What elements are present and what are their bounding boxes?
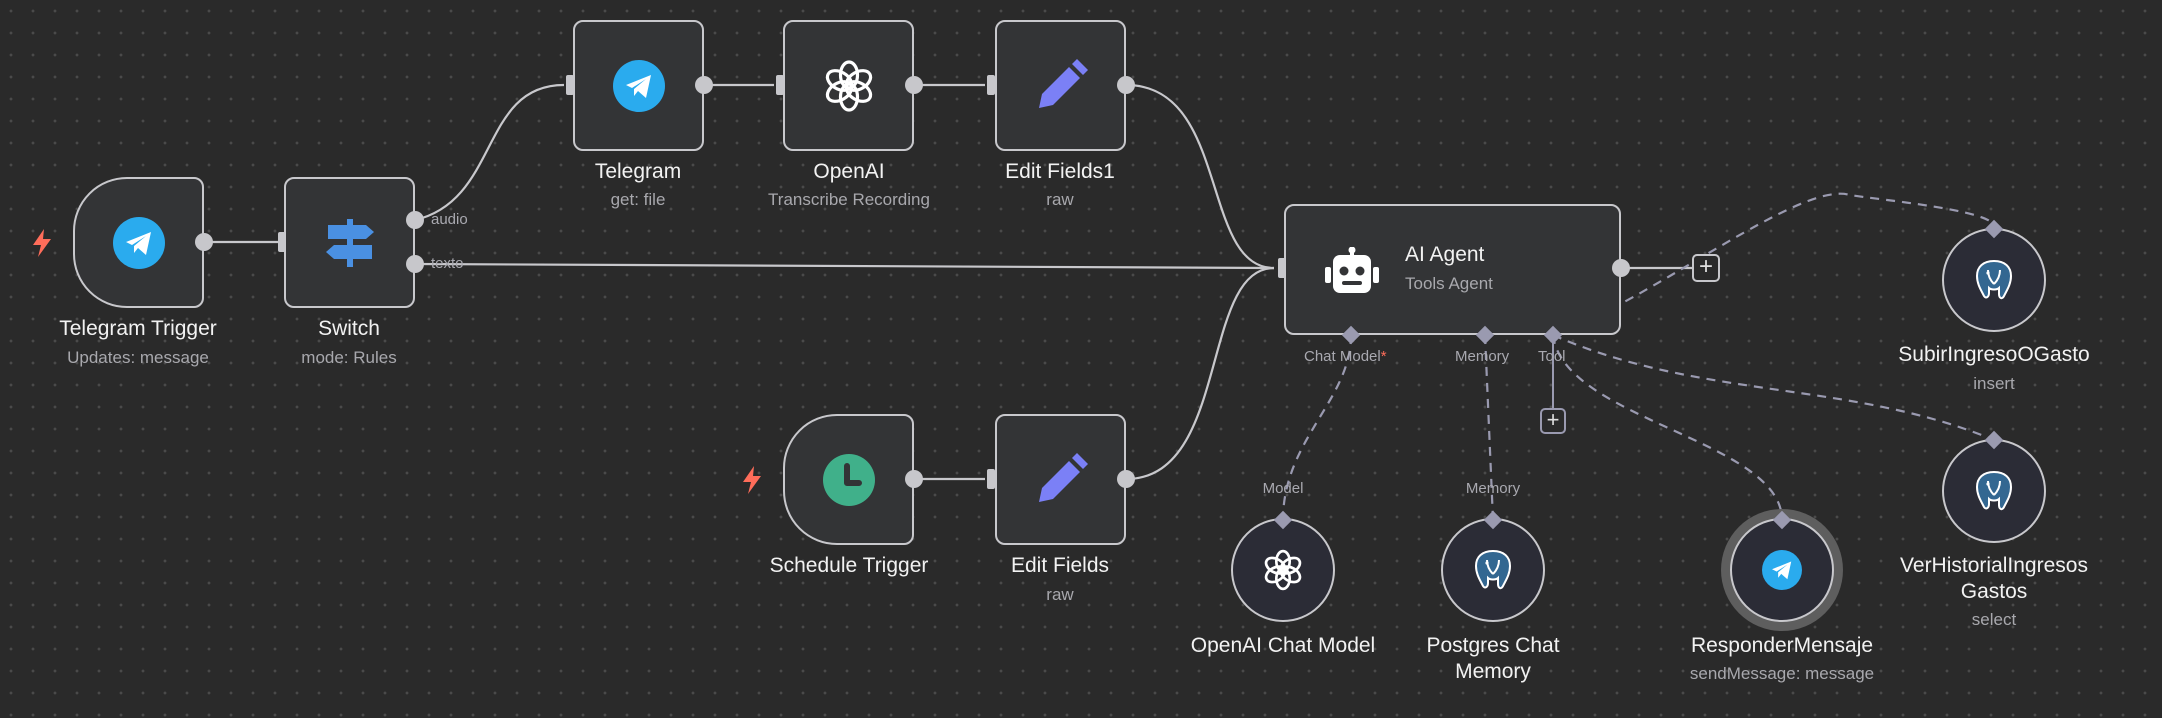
connection-chatmodel: [1281, 334, 1353, 521]
node-telegram[interactable]: [573, 20, 704, 151]
node-label-line2: Memory: [1455, 660, 1531, 683]
node-switch[interactable]: [284, 177, 415, 308]
output-handle[interactable]: [195, 233, 213, 251]
node-subtitle: get: file: [610, 190, 666, 209]
node-postgres-chat-memory[interactable]: [1441, 518, 1545, 622]
node-subtitle: mode: Rules: [301, 348, 397, 367]
output-handle[interactable]: [1612, 259, 1630, 277]
node-label: Edit Fields: [1010, 554, 1110, 577]
telegram-icon: [1762, 550, 1802, 590]
connection-switch-telegram: [414, 83, 565, 222]
memory-port-label: Memory: [1455, 348, 1510, 365]
input-handle[interactable]: [1278, 258, 1286, 278]
postgres-icon: [1473, 548, 1513, 592]
node-subtitle: Tools Agent: [1405, 274, 1493, 293]
telegram-icon: [112, 216, 165, 269]
add-node-button[interactable]: +: [1692, 254, 1720, 282]
node-responder-mensaje[interactable]: [1730, 518, 1834, 622]
node-label-line2: Gastos: [1960, 580, 2028, 603]
output-handle[interactable]: [905, 76, 923, 94]
model-port-label: Model: [1262, 480, 1304, 497]
node-subtitle: raw: [1046, 585, 1074, 604]
openai-icon: [821, 58, 877, 114]
node-openai-chat-model[interactable]: [1231, 518, 1335, 622]
connection-editfields-agent: [1125, 266, 1275, 481]
input-handle[interactable]: [566, 75, 574, 95]
node-edit-fields1[interactable]: [995, 20, 1126, 151]
node-label: OpenAI Chat Model: [1190, 634, 1376, 657]
node-label: ResponderMensaje: [1690, 634, 1874, 657]
output-label-texto: texto: [431, 255, 464, 272]
node-edit-fields[interactable]: [995, 414, 1126, 545]
connection-switch-agent: [414, 262, 1275, 270]
node-ai-agent[interactable]: AI Agent Tools Agent: [1284, 204, 1621, 335]
pencil-icon: [1033, 452, 1089, 508]
output-handle[interactable]: [905, 470, 923, 488]
node-label: SubirIngresoOGasto: [1898, 343, 2090, 366]
node-telegram-trigger[interactable]: [73, 177, 204, 308]
output-label-audio: audio: [431, 211, 468, 228]
chat-model-label-text: Chat Model: [1304, 348, 1381, 365]
node-label: Telegram: [594, 160, 682, 183]
postgres-icon: [1974, 469, 2014, 513]
connection-tool-subir: [1552, 192, 1996, 337]
postgres-icon: [1974, 258, 2014, 302]
connection-editfields1-agent: [1125, 83, 1275, 270]
input-handle[interactable]: [278, 232, 286, 252]
connection-tool-responder: [1551, 334, 1784, 521]
trigger-bolt-icon: [33, 229, 51, 257]
input-handle[interactable]: [987, 469, 995, 489]
node-label-line1: VerHistorialIngresos: [1900, 554, 2088, 577]
node-label: Switch: [318, 317, 380, 340]
pencil-icon: [1033, 58, 1089, 114]
node-label: OpenAI: [813, 160, 885, 183]
signpost-icon: [322, 215, 378, 271]
node-subir-ingreso-o-gasto[interactable]: [1942, 228, 2046, 332]
node-subtitle: Transcribe Recording: [768, 190, 930, 209]
node-ver-historial-ingresos-gastos[interactable]: [1942, 439, 2046, 543]
output-handle-texto[interactable]: [406, 255, 424, 273]
node-label: Telegram Trigger: [59, 317, 217, 340]
node-subtitle: insert: [1973, 374, 2015, 393]
input-handle[interactable]: [776, 75, 784, 95]
clock-icon: [822, 453, 875, 506]
add-tool-button[interactable]: +: [1540, 408, 1566, 434]
trigger-bolt-icon: [743, 466, 761, 494]
node-label-line1: Postgres Chat: [1426, 634, 1560, 657]
node-subtitle: select: [1971, 610, 2017, 629]
node-schedule-trigger[interactable]: [783, 414, 914, 545]
connection-tool-ver: [1552, 333, 1995, 442]
robot-icon: [1324, 246, 1380, 300]
output-handle-audio[interactable]: [406, 211, 424, 229]
node-subtitle: Updates: message: [67, 348, 209, 367]
node-label: Edit Fields1: [1005, 160, 1115, 183]
node-label: AI Agent: [1405, 243, 1485, 266]
required-mark: *: [1380, 348, 1387, 365]
input-handle[interactable]: [987, 75, 995, 95]
node-subtitle: raw: [1046, 190, 1074, 209]
output-handle[interactable]: [1117, 470, 1135, 488]
telegram-icon: [612, 59, 665, 112]
node-label: Schedule Trigger: [769, 554, 929, 577]
chat-model-port-label: Chat Model*: [1304, 348, 1387, 365]
output-handle[interactable]: [1117, 76, 1135, 94]
tool-port-label: Tool: [1538, 348, 1566, 365]
node-subtitle: sendMessage: message: [1689, 664, 1875, 683]
node-openai[interactable]: [783, 20, 914, 151]
openai-icon: [1261, 548, 1305, 592]
output-handle[interactable]: [695, 76, 713, 94]
memory-input-label: Memory: [1465, 480, 1521, 497]
